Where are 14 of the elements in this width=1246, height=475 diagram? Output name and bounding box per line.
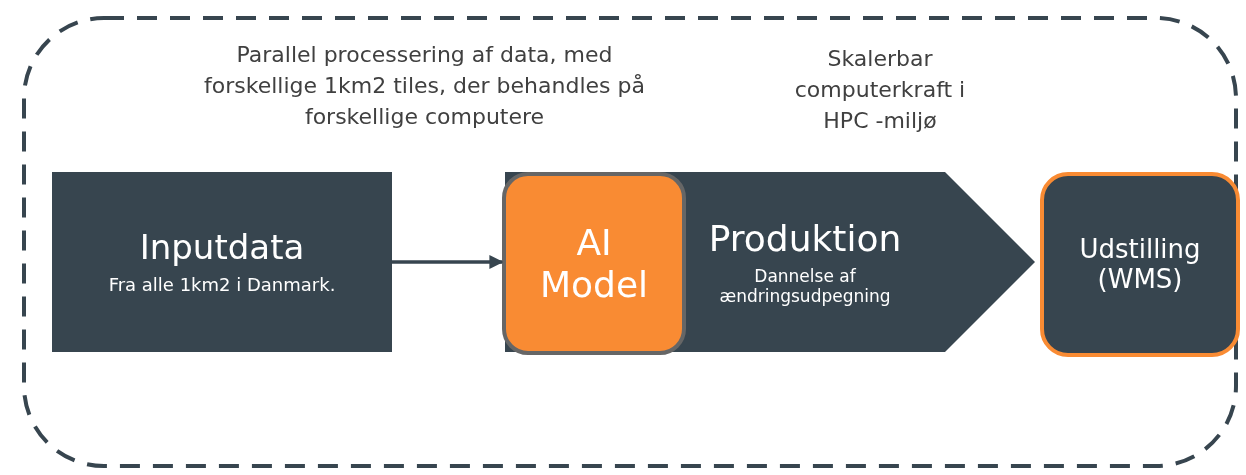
node-subtitle: Fra alle 1km2 i Danmark.	[108, 275, 336, 296]
node-title: Produktion	[708, 217, 902, 260]
node-title: AI Model	[538, 222, 650, 305]
chevron-shape	[505, 172, 1035, 352]
node-title: Udstilling (WMS)	[1078, 234, 1202, 295]
note-text: Skalerbar computerkraft i HPC -miljø	[793, 45, 967, 135]
process-box	[502, 172, 686, 355]
output-box	[1040, 172, 1240, 357]
node-subtitle: Dannelse af ændringsudpegning	[718, 267, 892, 307]
node-title: Inputdata	[139, 228, 305, 268]
arrow	[392, 255, 504, 269]
note-text: Parallel processering af data, med forskellige 1km2 tiles, der behandles på forskellige computere	[203, 41, 646, 131]
process-box	[52, 172, 392, 352]
dashed-container	[22, 16, 1238, 468]
